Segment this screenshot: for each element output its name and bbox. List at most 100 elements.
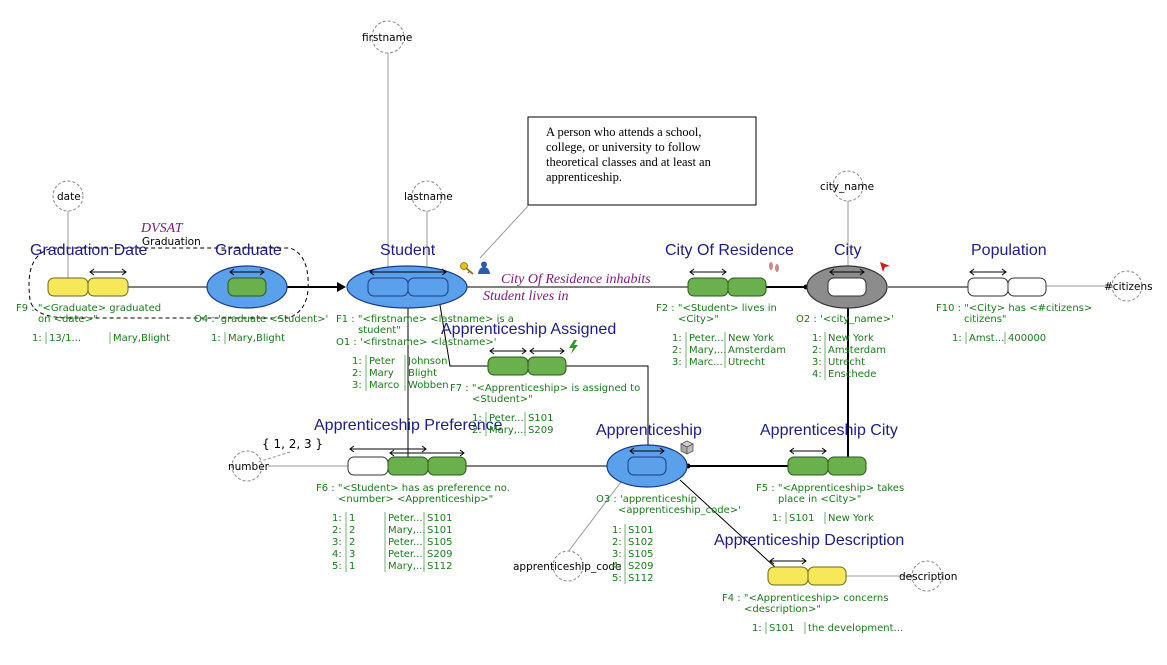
fact-city-of-residence[interactable] — [687, 268, 767, 297]
uniq-arrow-r — [1001, 268, 1007, 276]
f7-line-2: <Student>" — [472, 394, 533, 405]
graddate-role-1[interactable] — [47, 277, 89, 297]
red-cursor-icon — [880, 262, 890, 272]
attr-date-label: date — [57, 191, 81, 203]
title-apprenticeship-preference: Apprenticeship Preference — [314, 417, 503, 434]
entity-apprenticeship[interactable] — [606, 444, 688, 488]
fact-apprenticeship-assigned[interactable] — [487, 347, 567, 376]
cor-role-1[interactable] — [687, 277, 729, 297]
f2-row-2-c2: Amsterdam — [728, 345, 786, 356]
f5-line-1: F5 : "<Apprenticeship> takes — [756, 483, 904, 494]
preference-role-student[interactable] — [387, 456, 429, 476]
uniq-arrow-l — [89, 268, 95, 276]
preference-role-number[interactable] — [347, 456, 389, 476]
f2-row-1-c1: Peter... — [689, 333, 724, 344]
appcity-role-2[interactable] — [827, 456, 867, 476]
f6-row-3-c2: Peter... — [388, 537, 423, 548]
person-icon — [478, 261, 490, 274]
dvsat-region — [28, 247, 309, 319]
entity-student[interactable] — [346, 265, 468, 309]
uniq-arrow-r — [421, 445, 427, 453]
uniq-arrow-l — [349, 445, 355, 453]
appcity-role-1[interactable] — [787, 456, 829, 476]
fact-label-f2: F2 : "<Student> lives in <City>" 1: Pete… — [656, 303, 786, 368]
uniq-arrow-r — [559, 347, 565, 355]
student-assigned-link — [439, 304, 488, 367]
title-city-of-residence: City Of Residence — [665, 242, 794, 259]
fact-population[interactable] — [967, 268, 1047, 297]
attr-city-name-circle[interactable] — [832, 170, 864, 202]
attr-apprenticeship-code-circle[interactable] — [552, 550, 584, 582]
f6-row-1-idx: 1: — [332, 513, 342, 524]
description-role-2[interactable] — [807, 566, 847, 586]
description-role-1[interactable] — [767, 566, 809, 586]
f5-line-2: place in <City>" — [778, 494, 861, 505]
value-constraint: { 1, 2, 3 } — [262, 437, 323, 451]
f2-row-2-c1: Mary,... — [689, 345, 727, 356]
fact-apprenticeship-description[interactable] — [767, 557, 847, 586]
attr-date-circle[interactable] — [52, 180, 84, 212]
uniq-arrow-l — [769, 557, 775, 565]
population-role-1[interactable] — [967, 277, 1009, 297]
f6-row-2-idx: 2: — [332, 525, 342, 536]
f7-row-2-c1: Mary,... — [489, 425, 527, 436]
f9-line-1: F9 : "<Graduate> graduated — [16, 303, 161, 314]
assigned-role-2[interactable] — [527, 356, 567, 376]
fact-graduation-date[interactable] — [47, 268, 129, 297]
student-role-firstname[interactable] — [367, 277, 409, 297]
graduate-role[interactable] — [227, 277, 267, 297]
o2-row-1-c1: New York — [828, 333, 874, 344]
f2-line-2: <City>" — [678, 314, 719, 325]
uniq-arrow-l — [489, 347, 495, 355]
o4-row-1-idx: 1: — [211, 333, 221, 344]
f6-row-5-c3: S112 — [427, 561, 452, 572]
population-role-2[interactable] — [1007, 277, 1047, 297]
f6-row-5-c2: Mary,... — [388, 561, 426, 572]
note-box — [527, 116, 757, 206]
f6-row-1-c2: Peter... — [388, 513, 423, 524]
entity-city[interactable] — [806, 265, 888, 309]
attr-firstname-circle[interactable] — [371, 20, 405, 54]
fact-apprenticeship-city[interactable] — [787, 447, 867, 476]
f5-row-1-idx: 1: — [772, 513, 782, 524]
cor-role-2[interactable] — [727, 277, 767, 297]
graddate-role-2[interactable] — [87, 277, 129, 297]
attr-number-circle[interactable] — [231, 450, 263, 482]
o3-row-3-idx: 3: — [612, 549, 622, 560]
preference-role-apprenticeship[interactable] — [427, 456, 467, 476]
definition-note[interactable]: A person who attends a school, college, … — [527, 116, 757, 206]
attr-citizens-circle[interactable] — [1111, 270, 1143, 302]
assigned-role-1[interactable] — [487, 356, 529, 376]
fact-label-f7: F7 : "<Apprenticeship> is assigned to <S… — [450, 383, 640, 436]
f6-row-2-c1: 2 — [349, 525, 355, 536]
attr-city-name-label: city_name — [820, 181, 874, 193]
o3-line-2: <apprenticeship_code>' — [618, 505, 741, 516]
o2-line-1: O2 : '<city_name>' — [796, 314, 894, 325]
fact-apprenticeship-preference[interactable] — [347, 445, 467, 476]
fact-label-f4: F4 : "<Apprenticeship> concerns <descrip… — [722, 593, 903, 634]
f4-row-1-c2: the development... — [808, 623, 903, 634]
o3-row-3-c1: S105 — [628, 549, 653, 560]
uniq-arrow-l — [389, 449, 395, 457]
student-role-lastname[interactable] — [407, 277, 449, 297]
f6-row-5-idx: 5: — [332, 561, 342, 572]
o3-row-4-idx: 4: — [612, 561, 622, 572]
uniq-arrow-l — [789, 447, 795, 455]
f9-row-1-c1: 13/1... — [49, 333, 81, 344]
f4-line-2: <description>" — [744, 604, 821, 615]
f9-line-2: on <date>" — [38, 314, 98, 325]
uniq-arrow-r — [859, 268, 865, 276]
f5-row-1-c2: New York — [828, 513, 874, 524]
uniq-arrow-l — [369, 268, 375, 276]
o3-row-4-c1: S209 — [628, 561, 653, 572]
f7-row-2-c2: S209 — [528, 425, 553, 436]
reading-inhabits: City Of Residence inhabits — [501, 272, 651, 287]
f10-row-1-c2: 400000 — [1008, 333, 1046, 344]
apprenticeship-role[interactable] — [627, 456, 667, 476]
entity-graduate[interactable] — [206, 265, 288, 309]
title-graduation-date: Graduation Date — [30, 242, 148, 259]
city-role[interactable] — [827, 277, 867, 297]
title-apprenticeship-city: Apprenticeship City — [760, 422, 898, 439]
attr-lastname-circle[interactable] — [411, 180, 443, 212]
attr-description-circle[interactable] — [911, 560, 943, 592]
